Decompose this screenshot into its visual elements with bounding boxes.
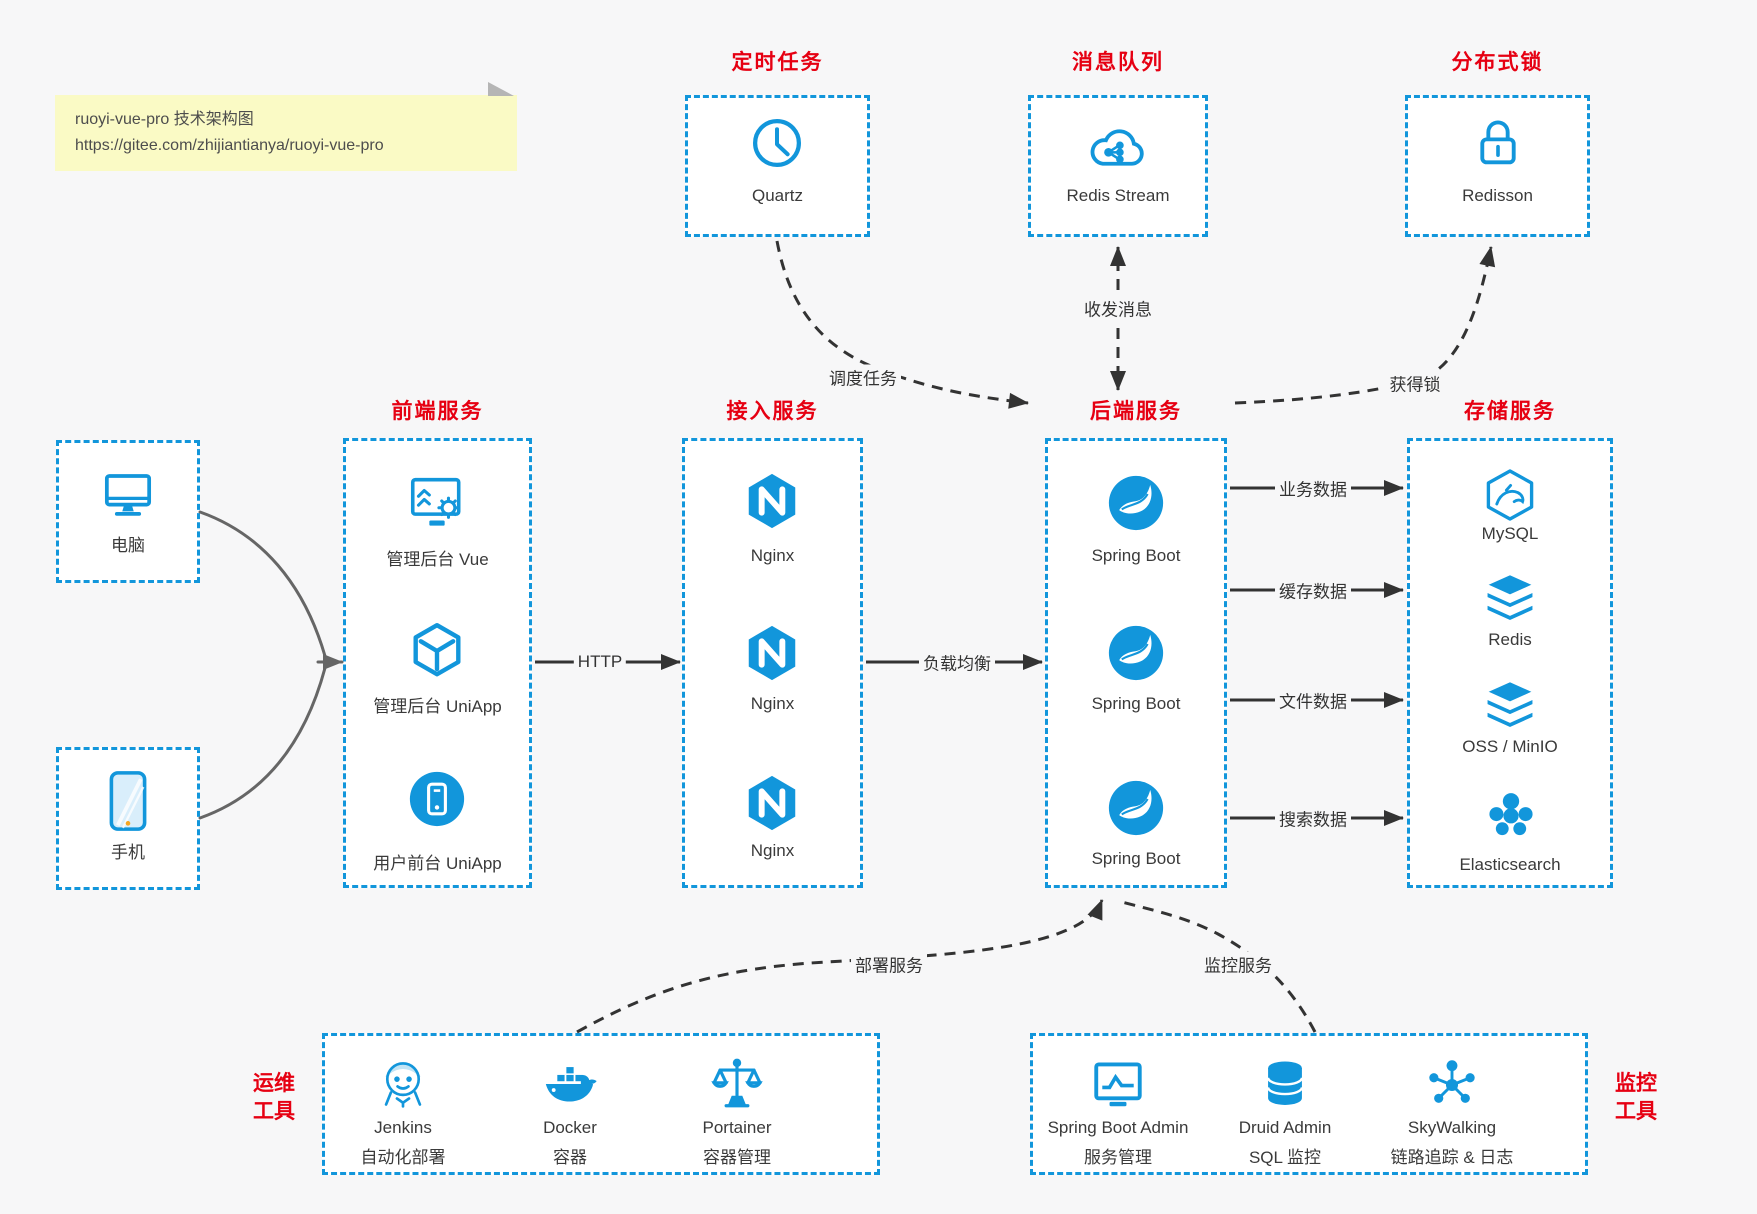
node-sublabel: 容器 [553,1148,587,1167]
node-label: Nginx [750,546,795,565]
node-label: Spring Boot Admin [1047,1118,1189,1137]
node-sublabel: 自动化部署 [360,1148,446,1167]
edge-label-cache-data: 缓存数据 [1275,577,1351,603]
nginx-icon [748,775,796,831]
admin-vue-icon [410,477,461,526]
clock-icon [753,119,801,167]
node-label: Nginx [750,694,795,713]
edge-label-schedule: 调度任务 [825,364,901,390]
note-title: ruoyi-vue-pro 技术架构图 [75,111,254,128]
node-label: 手机 [111,843,145,862]
node-label: SkyWalking [1407,1118,1497,1137]
node-sublabel: SQL 监控 [1248,1148,1322,1167]
node-label: Redis Stream [1066,186,1170,205]
desktop-icon [104,474,152,516]
edge-label-load-balance: 负载均衡 [919,649,995,675]
node-label: Spring Boot [1091,546,1181,565]
uniapp-cube-icon [413,622,461,677]
node-label: Portainer [702,1118,772,1137]
spring-boot-icon [1108,625,1164,681]
note-url: https://gitee.com/zhijiantianya/ruoyi-vu… [75,137,384,154]
node-label: Quartz [751,186,804,205]
node-label: Spring Boot [1091,849,1181,868]
edge-label-http: HTTP [573,652,627,672]
node-label: Elasticsearch [1459,855,1561,874]
edge-label-business-data: 业务数据 [1275,475,1351,501]
group-title-message-queue: 消息队列 [1072,51,1164,74]
mobile-icon [109,771,147,831]
redis-stack-icon [1484,573,1536,622]
sticky-note-fold [488,82,514,96]
node-label: 用户前台 UniApp [373,854,502,873]
oss-stack-icon [1484,680,1536,729]
lock-icon [1480,120,1516,165]
node-label: Druid Admin [1238,1118,1332,1137]
ops-title-line1: 运维 [253,1072,295,1095]
column-title-frontend: 前端服务 [391,400,484,423]
group-title-scheduled-tasks: 定时任务 [731,51,824,74]
ops-title-line2: 工具 [253,1100,295,1123]
node-label: Docker [543,1118,597,1137]
column-title-gateway: 接入服务 [726,400,819,423]
node-label: Jenkins [374,1118,432,1137]
edge-label-file-data: 文件数据 [1275,687,1351,713]
druid-icon [1266,1061,1304,1105]
group-title-distributed-lock: 分布式锁 [1451,51,1544,74]
elasticsearch-icon [1489,793,1533,836]
group-title-monitor-tools: 监控 工具 [1600,1070,1672,1126]
node-sublabel: 链路追踪 & 日志 [1390,1148,1514,1167]
node-sublabel: 容器管理 [703,1148,771,1167]
edge-label-lock: 获得锁 [1385,370,1445,396]
node-label: Spring Boot [1091,694,1181,713]
node-box-pc [56,440,200,583]
spring-boot-admin-icon [1094,1062,1142,1107]
redis-stream-cloud-icon [1090,129,1144,166]
edge-label-monitor: 监控服务 [1200,951,1276,977]
spring-boot-icon [1108,780,1164,836]
monitor-title-line2: 工具 [1615,1100,1657,1123]
sticky-note: ruoyi-vue-pro 技术架构图 https://gitee.com/zh… [55,95,517,171]
portainer-icon [711,1058,763,1108]
column-title-storage: 存储服务 [1464,400,1556,423]
edge-label-messaging: 收发消息 [1080,295,1156,321]
nginx-icon [748,625,796,681]
monitor-title-line1: 监控 [1615,1072,1657,1095]
edge-label-deploy: 部署服务 [851,951,927,977]
node-label: Nginx [750,841,795,860]
node-sublabel: 服务管理 [1084,1148,1152,1167]
jenkins-icon [384,1062,422,1108]
node-label: Redis [1488,630,1532,649]
column-title-backend: 后端服务 [1090,400,1182,423]
node-label: 电脑 [111,536,145,555]
node-label: MySQL [1481,524,1539,543]
node-label: OSS / MinIO [1462,737,1558,756]
node-label: Redisson [1462,186,1533,205]
mysql-icon [1486,469,1534,521]
node-box-quartz [685,95,870,237]
docker-icon [545,1067,597,1102]
edge-label-search-data: 搜索数据 [1275,805,1351,831]
group-box-ops-tools [322,1033,880,1175]
spring-boot-icon [1108,475,1164,531]
node-label: 管理后台 Vue [386,550,489,569]
skywalking-icon [1429,1060,1475,1103]
nginx-icon [748,473,796,529]
group-title-ops-tools: 运维 工具 [238,1070,310,1126]
node-box-redisson [1405,95,1590,237]
client-to-frontend-curves [198,510,344,820]
node-label: 管理后台 UniApp [373,697,502,716]
dashed-arrows [576,240,1496,1034]
node-box-redis-stream [1028,95,1208,237]
user-mobile-icon [409,771,465,827]
